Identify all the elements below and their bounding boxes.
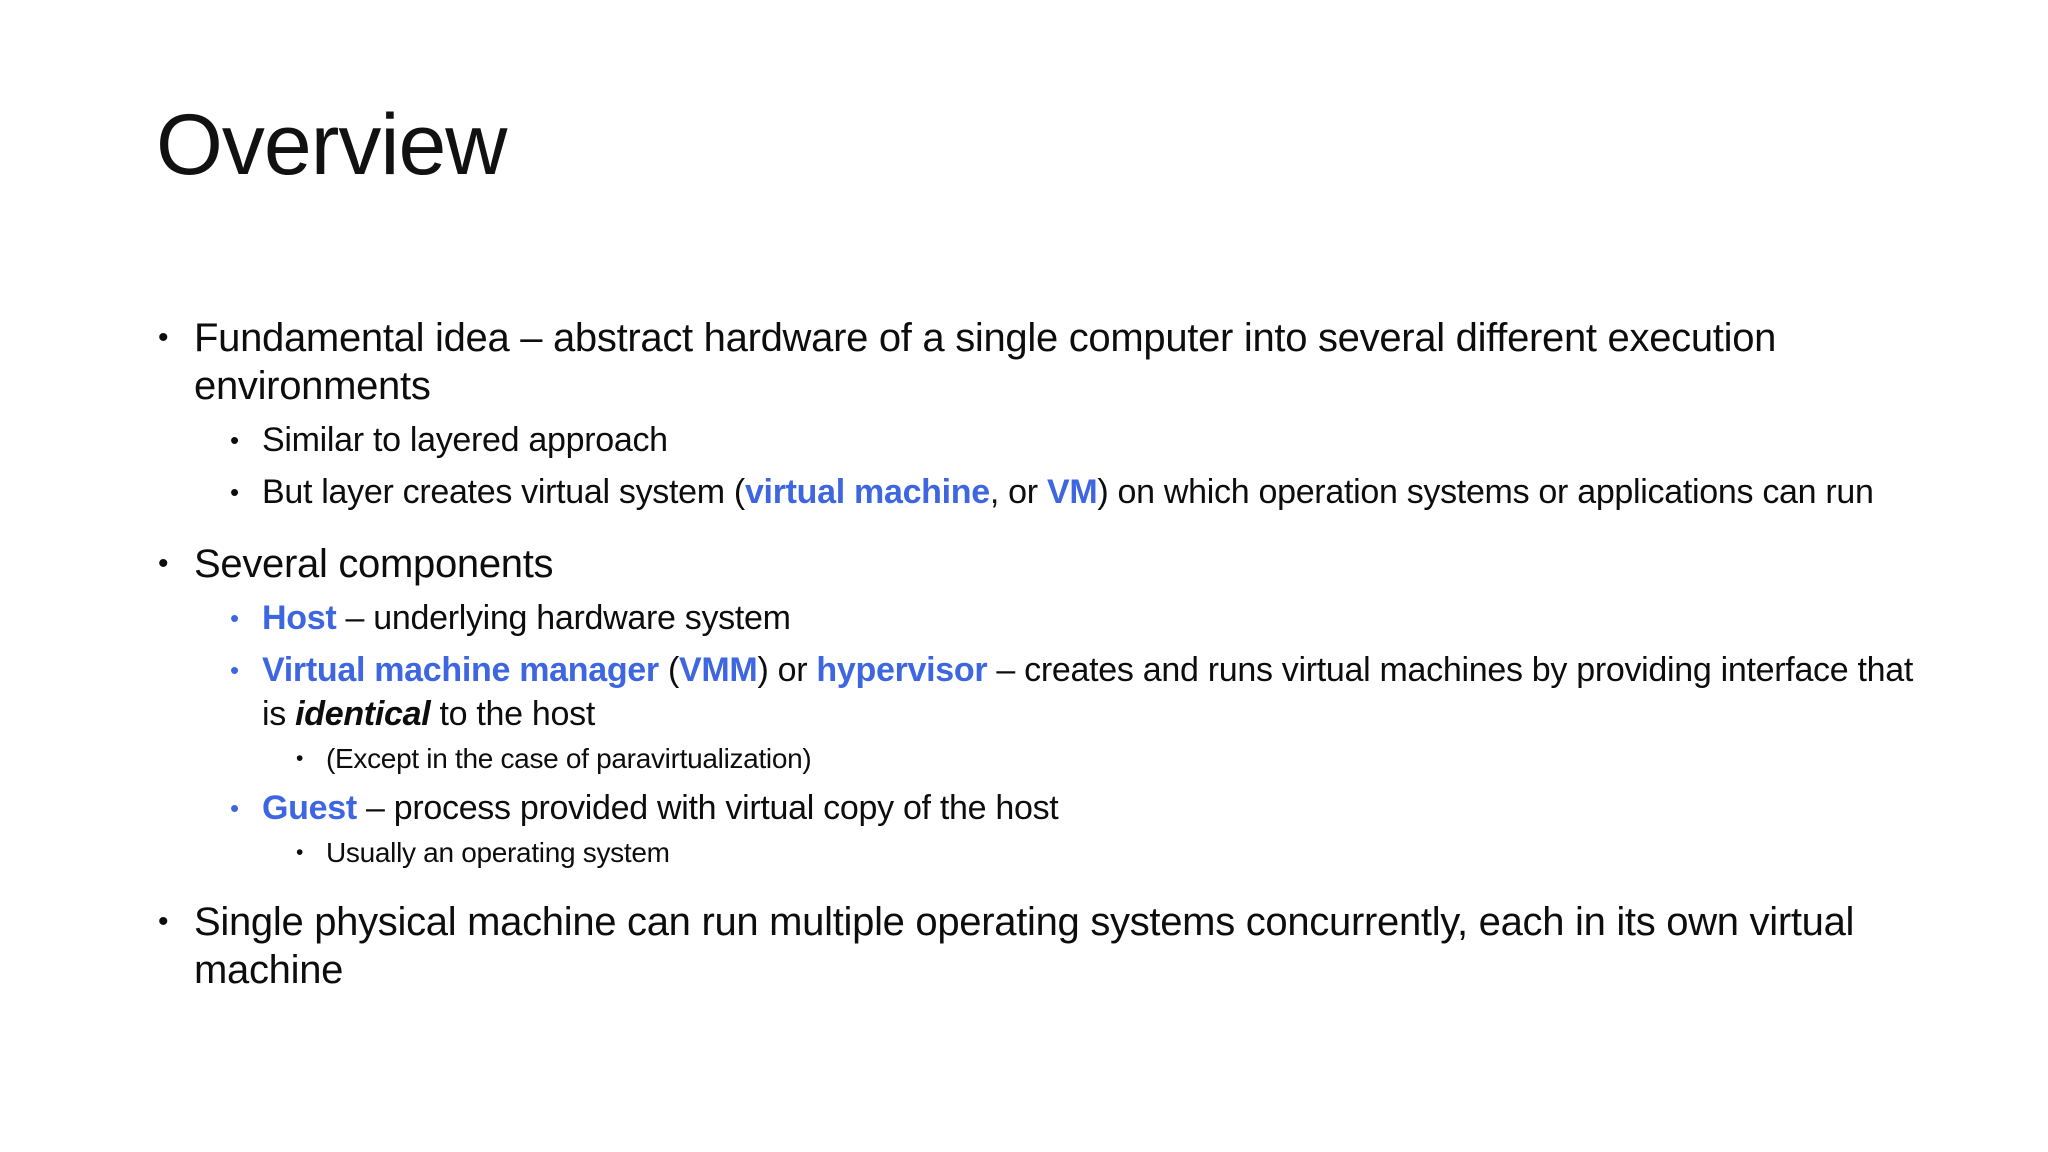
text-segment: But layer creates virtual system (: [262, 473, 745, 511]
text-segment: Several components: [194, 542, 554, 586]
list-item: • Host – underlying hardware system: [158, 596, 1920, 640]
text-segment: hypervisor: [816, 651, 988, 689]
text-segment: Usually an operating system: [326, 837, 670, 868]
list-item: • (Except in the case of paravirtualizati…: [158, 740, 1920, 778]
list-item-text: Guest – process provided with virtual co…: [262, 786, 1920, 830]
bullet-icon: •: [230, 655, 239, 685]
bullet-icon: •: [230, 477, 239, 507]
text-segment: Fundamental idea – abstract hardware of …: [194, 316, 1777, 408]
list-item: • Guest – process provided with virtual c…: [158, 786, 1920, 830]
list-item-text: Several components: [194, 540, 1920, 588]
list-item: • But layer creates virtual system (virtu…: [158, 470, 1920, 514]
text-segment: identical: [295, 695, 431, 733]
bullet-icon: •: [158, 547, 169, 580]
text-segment: VMM: [679, 651, 758, 689]
list-item-text: Host – underlying hardware system: [262, 596, 1920, 640]
list-item: • Fundamental idea – abstract hardware of…: [158, 314, 1920, 410]
list-item-text: Virtual machine manager (VMM) or hypervi…: [262, 648, 1920, 736]
bullet-icon: •: [158, 321, 169, 354]
list-item-text: But layer creates virtual system (virtua…: [262, 470, 1920, 514]
list-item: • Single physical machine can run multipl…: [158, 898, 1920, 994]
bullet-icon: •: [230, 425, 239, 455]
list-item-text: Single physical machine can run multiple…: [194, 898, 1920, 994]
text-segment: Host: [262, 599, 337, 637]
text-segment: to the host: [430, 695, 595, 733]
bullet-icon: •: [296, 841, 304, 864]
text-segment: (Except in the case of paravirtualizatio…: [326, 743, 812, 774]
bullet-icon: •: [230, 603, 239, 633]
bullet-icon: •: [296, 747, 304, 770]
list-item: • Usually an operating system: [158, 834, 1920, 872]
text-segment: ) or: [757, 651, 817, 689]
bullet-icon: •: [158, 905, 169, 938]
text-segment: Virtual machine manager: [262, 651, 659, 689]
page-title: Overview: [156, 97, 507, 193]
bullet-icon: •: [230, 793, 239, 823]
text-segment: (: [658, 651, 680, 689]
text-segment: – underlying hardware system: [336, 599, 791, 637]
list-item: • Several components: [158, 540, 1920, 588]
text-segment: virtual machine: [744, 473, 990, 511]
text-segment: Similar to layered approach: [262, 421, 668, 459]
text-segment: – process provided with virtual copy of …: [356, 789, 1059, 827]
bullet-list: • Fundamental idea – abstract hardware of…: [158, 314, 1920, 994]
list-item-text: (Except in the case of paravirtualizatio…: [326, 740, 1920, 778]
text-segment: Guest: [262, 789, 357, 827]
text-segment: – creates and runs virtual machines by p…: [262, 651, 1914, 733]
list-item-text: Similar to layered approach: [262, 418, 1920, 462]
text-segment: VM: [1046, 473, 1098, 511]
text-segment: Single physical machine can run multiple…: [194, 900, 1855, 992]
list-item-text: Usually an operating system: [326, 834, 1920, 872]
text-segment: ) on which operation systems or applicat…: [1097, 473, 1874, 511]
text-segment: , or: [989, 473, 1047, 511]
list-item-text: Fundamental idea – abstract hardware of …: [194, 314, 1920, 410]
list-item: • Virtual machine manager (VMM) or hyperv…: [158, 648, 1920, 736]
list-item: • Similar to layered approach: [158, 418, 1920, 462]
